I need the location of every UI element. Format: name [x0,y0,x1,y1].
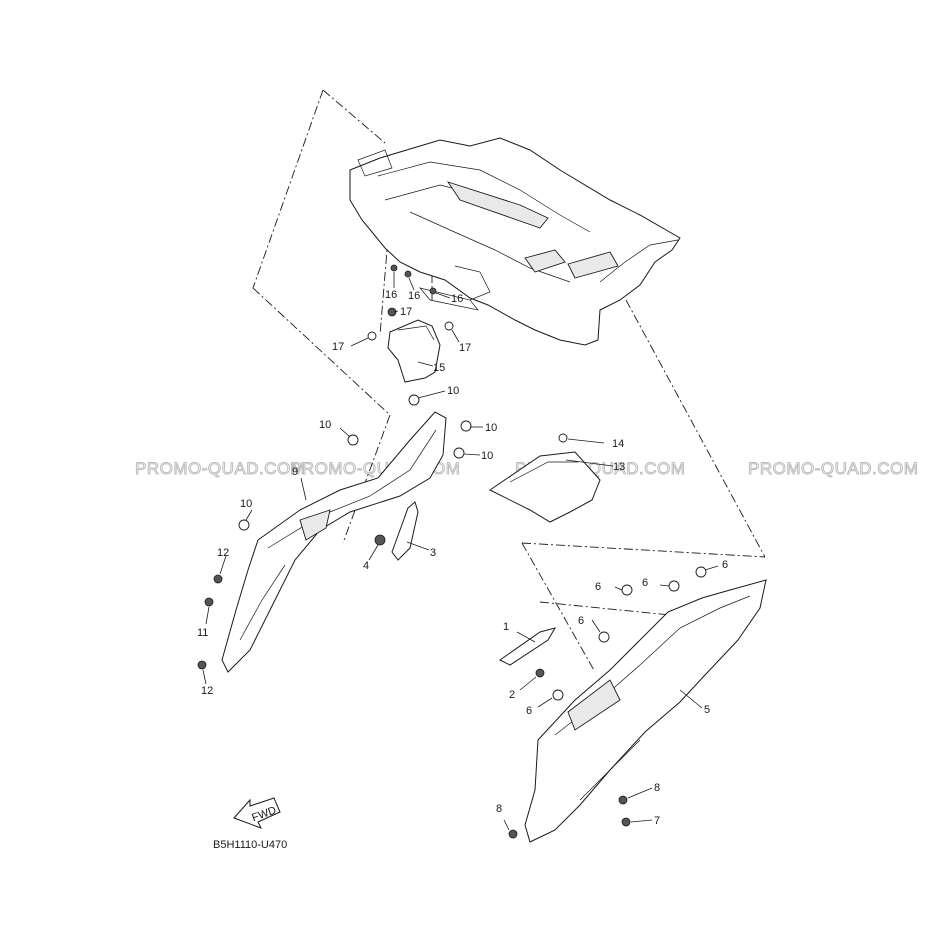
callout-16: 16 [385,289,397,301]
callout-16: 16 [451,293,463,305]
bolt-icon [408,394,420,406]
watermark-text-4: PROMO-QUAD.COM [748,459,918,478]
bolt-icon [347,434,359,446]
fwd-arrow-icon: FWD [233,797,281,829]
bolt-icon [453,447,465,459]
bolt-icon [552,689,564,701]
callout-10: 10 [319,419,331,431]
bolt-icon [508,829,518,839]
callout-3: 3 [430,547,436,559]
part-9-left-side-cover [221,411,447,673]
callout-1: 1 [503,621,509,633]
watermark-text-1: PROMO-QUAD.COM [135,459,305,478]
bolt-icon [621,584,633,596]
callout-10: 10 [485,422,497,434]
callout-17: 17 [332,341,344,353]
fasteners [197,264,707,839]
bolt-icon [444,321,454,331]
callout-11: 11 [197,627,208,639]
clip-icon [429,287,437,295]
part-1-bracket [499,627,557,666]
clip-icon [390,264,398,272]
part-5-right-side-cover [524,579,767,843]
callout-14: 14 [612,438,624,450]
callout-5: 5 [704,704,710,716]
callout-6: 6 [526,705,532,717]
bolt-icon [204,597,214,607]
callout-labels: 16 16 16 17 17 17 15 10 10 10 10 10 9 3 … [197,289,728,827]
clip-icon [404,270,412,278]
callout-9: 9 [292,466,298,478]
callout-10: 10 [481,450,493,462]
callout-12: 12 [217,547,229,559]
callout-8: 8 [496,803,502,815]
callout-13: 13 [613,461,625,473]
bolt-icon [367,331,377,341]
bolt-icon [197,660,207,670]
part-3-bracket [391,501,419,561]
bolt-icon [535,668,545,678]
bolt-icon [213,574,223,584]
callout-7: 7 [654,815,660,827]
callout-17: 17 [400,306,412,318]
bolt-icon [618,795,628,805]
callout-6: 6 [722,559,728,571]
bolt-icon [621,817,631,827]
callout-6: 6 [595,581,601,593]
bolt-icon [598,631,610,643]
callout-12: 12 [201,685,213,697]
bolt-icon [668,580,680,592]
callout-8: 8 [654,782,660,794]
bolt-icon [238,519,250,531]
bolt-icon [374,534,386,546]
callout-10: 10 [240,498,252,510]
callout-2: 2 [509,689,515,701]
callout-4: 4 [363,560,369,572]
bolt-icon [558,433,568,443]
callout-6: 6 [578,615,584,627]
callout-17: 17 [459,342,471,354]
rear-body-assembly [349,137,681,346]
part-15-guard [387,319,441,383]
part-13-panel [489,451,601,523]
diagram-code: B5H1110-U470 [213,839,287,851]
callout-6: 6 [642,577,648,589]
callout-10: 10 [447,385,459,397]
bolt-icon [460,420,472,432]
leader-lines [202,272,719,831]
callout-15: 15 [433,362,445,374]
bolt-icon [695,566,707,578]
callout-16: 16 [408,290,420,302]
bolt-icon [387,307,397,317]
